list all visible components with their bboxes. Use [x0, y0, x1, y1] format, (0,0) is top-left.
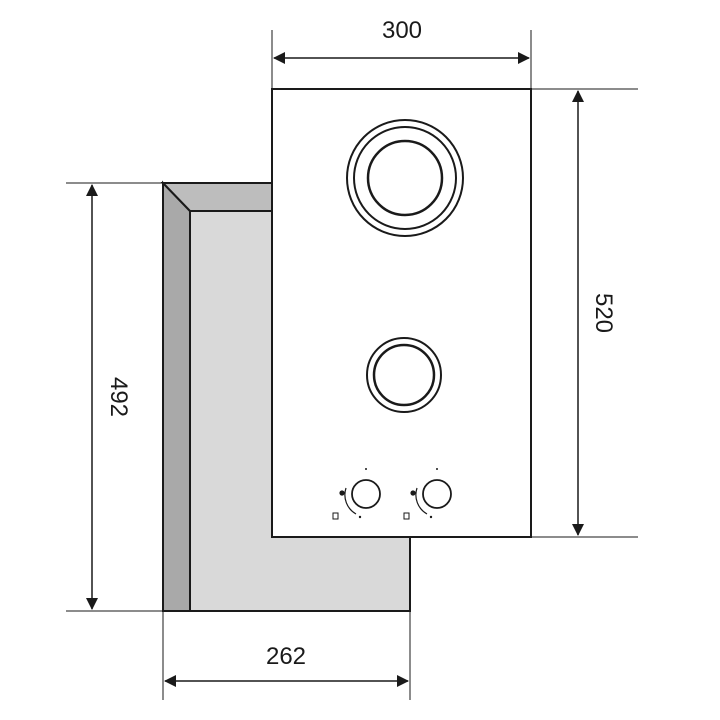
knob-left-dial	[351, 479, 381, 509]
burner-large-inner-ring	[366, 139, 444, 217]
burner-large-middle-ring	[353, 126, 457, 230]
burner-position-icon	[332, 512, 339, 520]
cutout-side-face	[162, 180, 191, 612]
dimension-label-left: 492	[105, 377, 132, 417]
knob-right-min-mark	[429, 515, 433, 519]
dimension-label-right: 520	[590, 293, 617, 333]
knob-right-off-mark	[436, 468, 438, 470]
control-knob-left	[332, 468, 381, 520]
hob-glass-surface	[271, 88, 532, 538]
knob-right-scale-arc	[415, 487, 428, 515]
extension-lines	[66, 30, 638, 700]
dimension-label-bottom: 262	[266, 643, 306, 670]
burner-large	[346, 119, 464, 237]
knob-left-off-mark	[365, 468, 367, 470]
burner-position-icon	[403, 512, 410, 520]
dimension-lines	[86, 52, 584, 687]
knob-right-dial	[422, 479, 452, 509]
burner-large-outer-ring	[346, 119, 464, 237]
dimension-label-top: 300	[382, 17, 422, 44]
control-knob-right	[403, 468, 452, 520]
knob-left-min-mark	[358, 515, 362, 519]
knob-right-max-dot	[410, 490, 416, 496]
burner-small-inner-ring	[372, 343, 436, 407]
burner-small	[366, 337, 442, 413]
knob-left-scale-arc	[344, 487, 357, 515]
hob-panel	[271, 88, 532, 538]
burner-small-outer-ring	[366, 337, 442, 413]
knob-left-max-dot	[339, 490, 345, 496]
